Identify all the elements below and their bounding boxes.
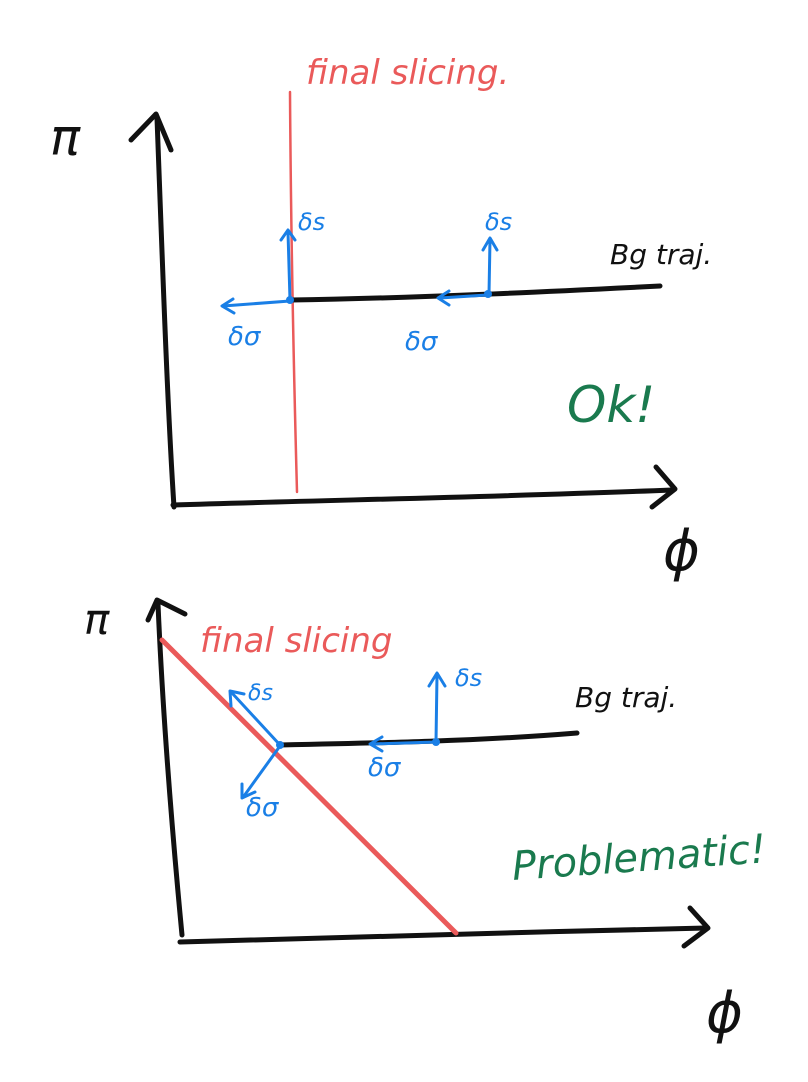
dsigma-arrowhead-right-bottom bbox=[368, 735, 384, 753]
pi-axis-arrowhead-bottom bbox=[145, 597, 188, 623]
pi-axis-arrowhead-top bbox=[128, 111, 174, 153]
dsigma-arrow-right-top bbox=[438, 293, 489, 300]
dsigma-label-left-bottom: δσ bbox=[246, 793, 280, 823]
ds-arrowhead-left-bottom bbox=[228, 689, 246, 708]
dsigma-label-right-bottom: δσ bbox=[368, 753, 402, 783]
phi-axis-arrowhead-top bbox=[649, 464, 678, 510]
ds-label-left-top: δs bbox=[298, 208, 325, 236]
panel-problematic: π ϕ final slicing Bg traj. δs δσ δs δσ P… bbox=[84, 595, 768, 1046]
phi-axis-bottom bbox=[177, 925, 709, 945]
dsigma-label-right-top: δσ bbox=[405, 327, 439, 357]
verdict-problematic: Problematic! bbox=[510, 826, 767, 890]
phi-axis-arrowhead-bottom bbox=[681, 905, 711, 949]
phi-axis-top bbox=[170, 487, 675, 508]
final-slicing-label-bottom: final slicing bbox=[200, 621, 392, 661]
ds-arrow-left-top bbox=[286, 230, 292, 302]
dsigma-arrow-right-bottom bbox=[370, 740, 438, 746]
dsigma-arrowhead-left-bottom bbox=[240, 782, 257, 800]
final-slicing-line-top bbox=[288, 90, 299, 494]
final-slicing-label-top: final slicing. bbox=[306, 53, 509, 93]
pi-label-top: π bbox=[50, 109, 81, 167]
ds-arrowhead-right-bottom bbox=[427, 671, 447, 688]
dsigma-label-left-top: δσ bbox=[228, 322, 262, 352]
bg-trajectory-top bbox=[288, 283, 663, 303]
final-slicing-line-bottom bbox=[159, 637, 459, 936]
ds-arrow-right-bottom bbox=[434, 673, 439, 744]
bg-trajectory-label-bottom: Bg traj. bbox=[575, 681, 677, 714]
verdict-ok: Ok! bbox=[567, 376, 655, 434]
pi-axis-top bbox=[154, 115, 177, 510]
phi-label-top: ϕ bbox=[663, 519, 700, 584]
pi-label-bottom: π bbox=[84, 595, 110, 644]
ds-label-right-top: δs bbox=[485, 208, 512, 236]
ds-arrow-right-top bbox=[487, 238, 492, 296]
ds-arrow-left-bottom bbox=[230, 691, 282, 747]
phi-label-bottom: ϕ bbox=[706, 981, 743, 1046]
ds-label-right-bottom: δs bbox=[455, 664, 482, 692]
dsigma-arrow-left-bottom bbox=[242, 744, 282, 798]
ds-arrowhead-left-top bbox=[279, 228, 297, 242]
ds-label-left-bottom: δs bbox=[248, 681, 273, 706]
dsigma-arrow-left-top bbox=[221, 299, 292, 308]
dsigma-arrowhead-right-top bbox=[436, 289, 451, 307]
pi-axis-bottom bbox=[155, 601, 185, 938]
panel-ok: π ϕ final slicing. Bg traj. δs δσ δs δσ … bbox=[50, 53, 712, 584]
bg-trajectory-label-top: Bg traj. bbox=[610, 238, 712, 271]
ds-arrowhead-right-top bbox=[481, 236, 499, 252]
dsigma-arrowhead-left-top bbox=[220, 297, 236, 315]
